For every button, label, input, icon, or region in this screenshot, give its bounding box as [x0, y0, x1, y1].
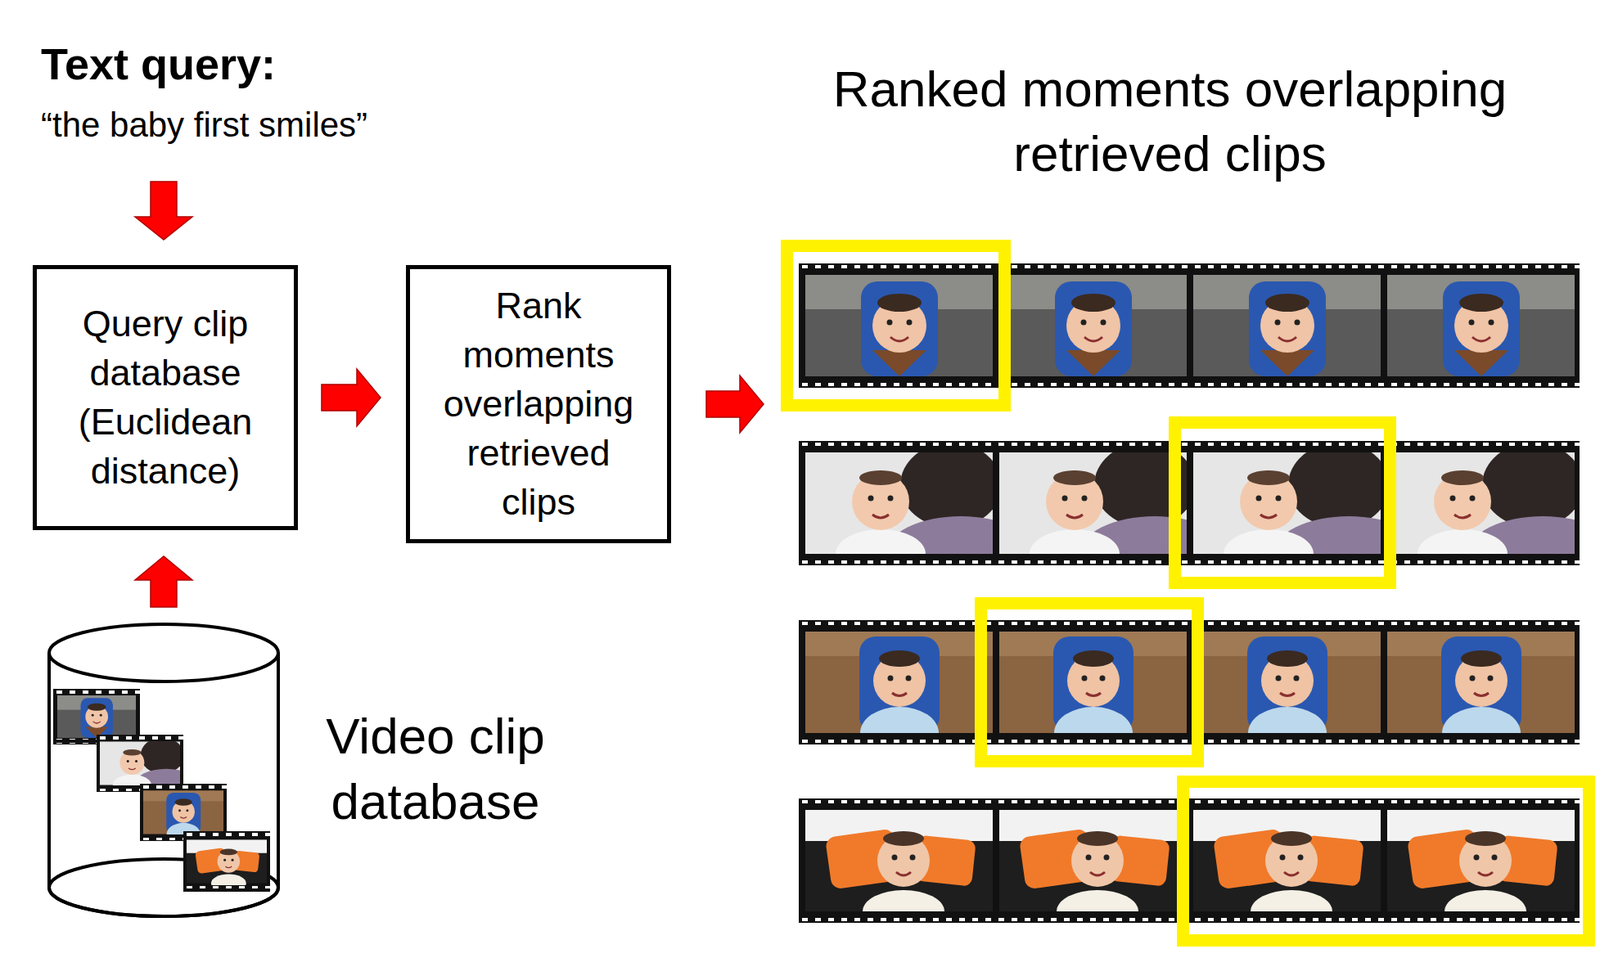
- film-holes: [798, 736, 1580, 744]
- highlight-box: [1175, 423, 1391, 584]
- film-holes: [183, 886, 271, 892]
- box-text: Rank moments overlapping retrieved clips: [438, 281, 639, 528]
- film-frame: [805, 810, 993, 933]
- flow-arrow: [135, 556, 193, 608]
- film-frame: [1387, 631, 1575, 760]
- film-holes: [798, 265, 1580, 272]
- highlight-boxes: [787, 246, 1590, 942]
- box-text: Query clip database (Euclidean distance): [65, 299, 266, 496]
- film-holes: [798, 379, 1580, 387]
- node-label: Video clip database: [312, 703, 559, 835]
- film-holes: [53, 689, 140, 695]
- database-cylinder: [49, 624, 279, 917]
- cylinder-body: [49, 653, 279, 917]
- database-node: Video clip database: [49, 624, 279, 917]
- process-box: Rank moments overlapping retrieved clips: [405, 265, 672, 544]
- film-frame: [1387, 442, 1600, 592]
- flow-arrow: [706, 375, 764, 433]
- film-frame: [1387, 274, 1575, 377]
- film-band: [798, 263, 1580, 388]
- film-frame: [1193, 810, 1381, 933]
- result-panel: Ranked moments overlapping retrieved cli…: [780, 239, 1596, 947]
- film-strip: [798, 441, 1600, 592]
- flow-arrow: [321, 369, 381, 427]
- film-frame: [186, 839, 267, 893]
- highlight-box: [981, 603, 1199, 762]
- film-frame: [57, 695, 136, 739]
- film-frame: [999, 810, 1187, 933]
- cylinder-top: [49, 624, 279, 682]
- film-strip: [798, 263, 1580, 388]
- film-holes: [798, 557, 1580, 564]
- film-holes: [798, 442, 1580, 450]
- thumbnail-strip: [183, 831, 271, 893]
- panel-heading: Ranked moments overlapping retrieved cli…: [762, 56, 1578, 186]
- query-text: “the baby first smiles”: [40, 104, 368, 146]
- film-frame: [805, 631, 993, 760]
- film-frame: [999, 631, 1187, 760]
- film-band: [183, 831, 271, 893]
- film-holes: [183, 832, 271, 838]
- query-arrow: [135, 181, 193, 240]
- film-strip: [798, 620, 1580, 760]
- highlight-box: [787, 246, 1006, 406]
- process-box: Query clip database (Euclidean distance): [32, 265, 298, 531]
- film-frame: [1387, 810, 1575, 933]
- heading-label: Text query:: [40, 37, 276, 91]
- film-holes: [798, 621, 1580, 629]
- film-frame: [999, 274, 1187, 377]
- film-frame: [1193, 631, 1381, 760]
- film-holes: [96, 735, 184, 741]
- film-frame: [805, 274, 993, 377]
- highlight-box: [1183, 782, 1590, 942]
- film-holes: [139, 784, 227, 790]
- film-frame: [1193, 274, 1381, 377]
